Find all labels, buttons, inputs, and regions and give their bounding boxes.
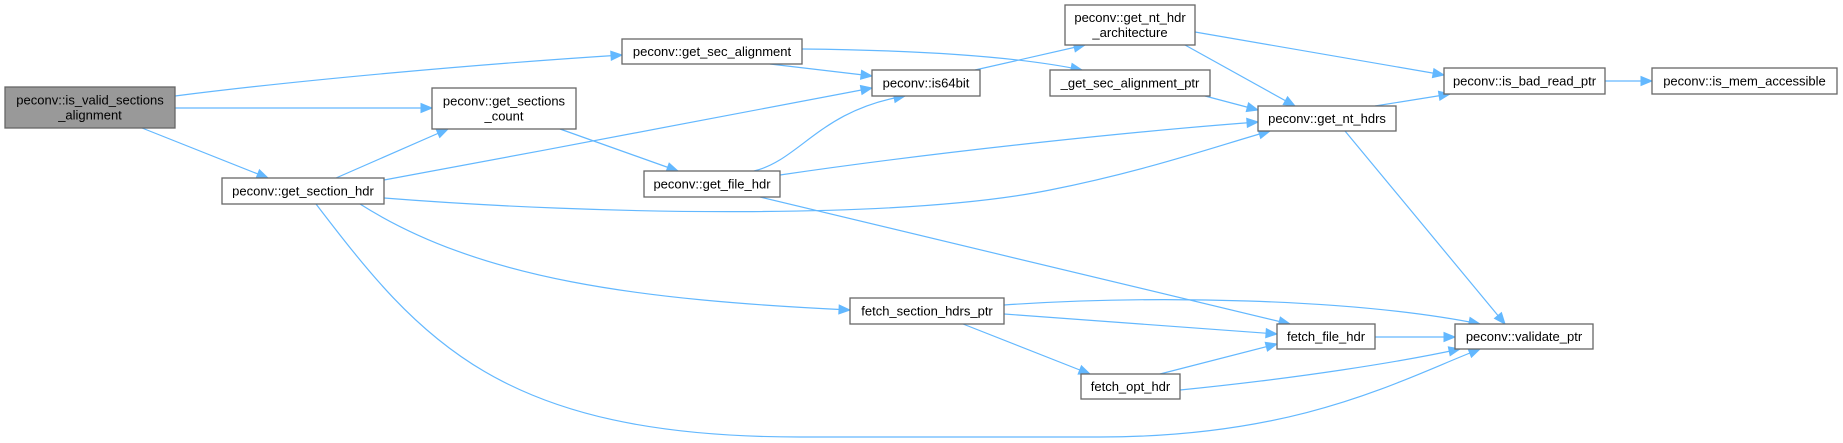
edge-get-nt-hdrs-to-validate-ptr [1344,130,1506,325]
edge-is-valid-sections-alignment-to-get-sections-count-arrowhead [420,102,434,114]
edge-fetch-opt-hdr-to-fetch-file-hdr [1159,343,1278,375]
node-label: fetch_section_hdrs_ptr [861,304,993,319]
edge-fetch-section-hdrs-ptr-to-fetch-opt-hdr [962,323,1091,375]
node-fetch-section-hdrs-ptr[interactable]: fetch_section_hdrs_ptr [849,297,1005,325]
node-label: fetch_file_hdr [1287,329,1366,344]
edge-get-nt-hdrs-to-is-bad-read-ptr [1374,93,1451,107]
edge-is-valid-sections-alignment-to-get-section-hdr-arrowhead [255,168,270,179]
edge-fetch-section-hdrs-ptr-to-fetch-file-hdr-arrowhead [1265,327,1279,339]
node-box [621,38,803,65]
edge-is-valid-sections-alignment-to-get-section-hdr [141,127,269,179]
edge-get-sec-alignment-ptr-to-get-nt-hdrs-arrowhead [1245,101,1260,113]
edge-fetch-section-hdrs-ptr-to-fetch-file-hdr [1003,313,1278,335]
edge-get-sections-count-to-get-file-hdr-arrowhead [665,162,680,173]
node-label: peconv::is_valid_sections [16,93,164,108]
edge-get-nt-hdrs-to-validate-ptr-arrowhead [1493,311,1506,326]
edge-get-section-hdr-to-get-sections-count [335,128,449,179]
edge-get-section-hdr-to-validate-ptr-arrowhead [1467,348,1482,359]
node-validate-ptr[interactable]: peconv::validate_ptr [1454,323,1594,350]
node-is-bad-read-ptr[interactable]: peconv::is_bad_read_ptr [1443,67,1606,95]
edge-get-file-hdr-to-fetch-file-hdr [759,196,1291,325]
edge-get-section-hdr-to-get-nt-hdrs [383,130,1271,213]
edge-fetch-section-hdrs-ptr-to-validate-ptr [1003,299,1481,325]
edge-get-sec-alignment-to-is64bit [769,63,873,77]
node-get-section-hdr[interactable]: peconv::get_section_hdr [221,177,385,205]
edge-get-nt-hdr-architecture-to-get-nt-hdrs-arrowhead [1282,95,1297,107]
node-get-file-hdr[interactable]: peconv::get_file_hdr [643,170,781,198]
edge-get-section-hdr-to-fetch-section-hdrs-ptr-arrowhead [838,304,852,315]
node-box [849,297,1005,325]
edge-get-section-hdr-to-fetch-section-hdrs-ptr [359,203,851,311]
node-box [1443,67,1606,95]
node-label: peconv::validate_ptr [1466,329,1583,344]
edge-get-section-hdr-to-is64bit-arrowhead [859,84,874,96]
node-box [1064,4,1196,46]
node-box [221,177,385,205]
node-get-nt-hdr-architecture[interactable]: peconv::get_nt_hdr_architecture [1064,4,1196,46]
node-fetch-file-hdr[interactable]: fetch_file_hdr [1276,323,1376,350]
node-label: peconv::get_file_hdr [653,177,771,192]
edge-get-sec-alignment-to-get-sec-alignment-ptr [801,48,1083,71]
edge-get-sec-alignment-to-is64bit-arrowhead [859,69,874,80]
node-get-sec-alignment-ptr[interactable]: _get_sec_alignment_ptr [1049,69,1211,97]
node-box [1454,323,1594,350]
edge-get-file-hdr-to-get-nt-hdrs-arrowhead [1246,117,1260,129]
node-label: _architecture [1091,25,1167,40]
node-is64bit[interactable]: peconv::is64bit [871,69,981,97]
edge-fetch-section-hdrs-ptr-to-fetch-opt-hdr-arrowhead [1077,364,1092,375]
node-get-nt-hdrs[interactable]: peconv::get_nt_hdrs [1257,105,1397,132]
edge-is64bit-to-get-nt-hdr-architecture [974,44,1086,71]
node-label: peconv::get_nt_hdrs [1268,111,1386,126]
node-label: peconv::is_bad_read_ptr [1453,74,1597,89]
edge-is-valid-sections-alignment-to-get-sec-alignment [174,54,623,97]
node-box [1080,373,1181,400]
edge-fetch-file-hdr-to-validate-ptr-arrowhead [1443,331,1457,343]
node-box [1049,69,1211,97]
edge-get-sections-count-to-get-file-hdr [559,128,679,172]
node-get-sections-count[interactable]: peconv::get_sections_count [431,87,577,130]
node-box [643,170,781,198]
node-label: peconv::is_mem_accessible [1663,74,1826,89]
node-label: peconv::get_sec_alignment [633,44,792,59]
node-box [1276,323,1376,350]
node-label: fetch_opt_hdr [1091,379,1171,394]
edge-get-nt-hdr-architecture-to-is-bad-read-ptr [1194,31,1445,76]
edge-is-valid-sections-alignment-to-get-sec-alignment-arrowhead [610,50,624,61]
node-is-valid-sections-alignment[interactable]: peconv::is_valid_sections_alignment [4,86,176,129]
edge-get-file-hdr-to-get-nt-hdrs [779,121,1259,176]
node-label: peconv::get_nt_hdr [1074,10,1186,25]
nodes-layer: peconv::is_valid_sections_alignmentpecon… [4,4,1838,400]
node-box [1651,67,1838,95]
node-box [4,86,176,129]
edge-fetch-opt-hdr-to-validate-ptr [1179,348,1461,391]
edge-get-file-hdr-to-is64bit [753,95,906,172]
edge-is-bad-read-ptr-to-is-mem-accessible-arrowhead [1640,75,1654,87]
node-fetch-opt-hdr[interactable]: fetch_opt_hdr [1080,373,1181,400]
edge-get-section-hdr-to-get-sections-count-arrowhead [435,128,450,139]
edge-get-nt-hdr-architecture-to-is-bad-read-ptr-arrowhead [1431,67,1446,79]
edge-fetch-opt-hdr-to-fetch-file-hdr-arrowhead [1264,341,1279,352]
edges-layer [141,31,1654,438]
node-box [1257,105,1397,132]
node-label: _count [483,109,523,124]
node-get-sec-alignment[interactable]: peconv::get_sec_alignment [621,38,803,65]
edge-get-section-hdr-to-validate-ptr [315,203,1481,438]
node-label: _alignment [57,108,122,123]
node-is-mem-accessible[interactable]: peconv::is_mem_accessible [1651,67,1838,95]
node-box [871,69,981,97]
node-label: peconv::is64bit [883,76,970,91]
node-label: _get_sec_alignment_ptr [1060,76,1200,91]
node-label: peconv::get_sections [443,94,566,109]
edge-get-nt-hdr-architecture-to-get-nt-hdrs [1184,44,1296,107]
node-label: peconv::get_section_hdr [232,184,374,199]
node-box [431,87,577,130]
edge-get-section-hdr-to-is64bit [383,87,873,181]
